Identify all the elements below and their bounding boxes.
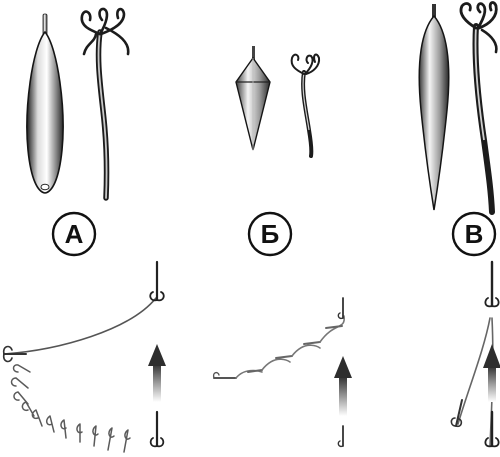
treble-hook-icon <box>80 10 102 36</box>
cone-ring <box>432 4 436 20</box>
label-circle <box>51 211 97 257</box>
arrow-up-icon <box>153 364 161 402</box>
label-v: В <box>451 211 497 257</box>
arrow-up-icon <box>488 366 496 402</box>
motion-a <box>2 260 166 453</box>
lure-a-spoon <box>26 13 64 194</box>
treble-hook-icon <box>459 2 478 30</box>
arrow-up-icon <box>339 376 347 416</box>
label-a: А <box>51 211 97 257</box>
hook-icon <box>455 399 463 427</box>
label-v-text: В <box>465 219 484 249</box>
cone-lure-icon <box>418 14 450 211</box>
label-b: Б <box>247 211 293 257</box>
label-a-text: А <box>65 219 84 249</box>
lure-b-hook <box>290 53 321 158</box>
treble-hook-icon <box>290 53 305 75</box>
motion-path-a <box>3 297 157 355</box>
lure-a-hook <box>80 7 130 201</box>
lure-b-pyramid <box>235 46 271 151</box>
pyramid-ring <box>252 46 255 60</box>
label-circle <box>247 211 293 257</box>
hook-shank <box>301 70 314 158</box>
hook-shank <box>472 23 495 215</box>
motion-v <box>450 260 500 448</box>
lure-v-hook <box>459 1 498 215</box>
label-circle <box>451 211 497 257</box>
motion-path-v <box>457 317 491 425</box>
motion-b <box>212 297 352 448</box>
spoon-eyelet <box>40 183 50 191</box>
label-b-text: Б <box>261 219 280 249</box>
spoon-lure-icon <box>26 30 64 194</box>
hook-shank <box>95 29 110 201</box>
lure-v-cone <box>418 4 450 211</box>
